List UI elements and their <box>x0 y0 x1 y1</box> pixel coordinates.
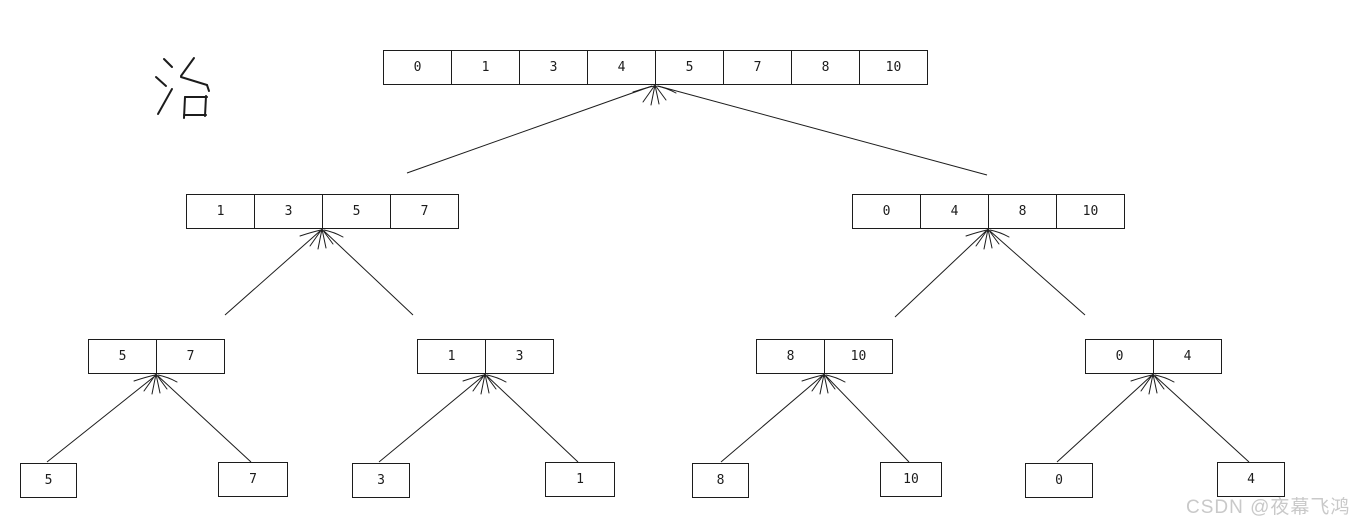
array-cell: 5 <box>322 195 390 228</box>
array-node-pair-1: 5 7 <box>88 339 225 374</box>
array-node-root: 0 1 3 4 5 7 8 10 <box>383 50 928 85</box>
array-cell: 0 <box>882 204 891 219</box>
arrowhead-icon <box>1130 373 1175 395</box>
conquer-label-icon <box>155 57 210 119</box>
array-cell: 8 <box>786 349 795 364</box>
array-node-single-8: 4 <box>1217 462 1285 497</box>
array-cell: 5 <box>118 349 127 364</box>
array-cell: 3 <box>254 195 322 228</box>
array-node-pair-4: 0 4 <box>1085 339 1222 374</box>
watermark: CSDN @夜幕飞鸿 <box>1186 497 1351 518</box>
array-cell: 7 <box>723 51 791 84</box>
array-cell: 5 <box>655 51 723 84</box>
array-cell: 10 <box>903 472 919 487</box>
array-node-single-3: 3 <box>352 463 410 498</box>
array-cell: 3 <box>377 473 385 488</box>
arrowhead-fans <box>133 84 1175 395</box>
arrowhead-icon <box>632 84 677 106</box>
arrowhead-icon <box>133 373 178 395</box>
array-cell: 4 <box>1247 472 1255 487</box>
merge-lines <box>46 85 1250 463</box>
arrowhead-icon <box>462 373 507 395</box>
arrowhead-icon <box>299 228 344 250</box>
array-node-single-6: 10 <box>880 462 942 497</box>
array-node-pair-3: 8 10 <box>756 339 893 374</box>
array-cell: 7 <box>390 195 458 228</box>
array-cell: 1 <box>451 51 519 84</box>
arrowhead-icon <box>801 373 846 395</box>
array-cell: 3 <box>485 340 553 373</box>
array-cell: 8 <box>791 51 859 84</box>
array-cell: 1 <box>576 472 584 487</box>
array-node-single-7: 0 <box>1025 463 1093 498</box>
array-cell: 8 <box>716 473 725 488</box>
array-node-right-half: 0 4 8 10 <box>852 194 1125 229</box>
array-cell: 4 <box>587 51 655 84</box>
array-cell: 0 <box>413 60 422 75</box>
array-cell: 10 <box>824 340 892 373</box>
array-cell: 1 <box>216 204 225 219</box>
array-node-single-5: 8 <box>692 463 749 498</box>
array-node-left-half: 1 3 5 7 <box>186 194 459 229</box>
array-node-single-1: 5 <box>20 463 77 498</box>
array-node-single-2: 7 <box>218 462 288 497</box>
array-cell: 3 <box>519 51 587 84</box>
array-cell: 0 <box>1115 349 1124 364</box>
array-cell: 7 <box>249 472 257 487</box>
array-cell: 4 <box>920 195 988 228</box>
array-cell: 10 <box>1056 195 1124 228</box>
array-cell: 10 <box>859 51 927 84</box>
array-node-single-4: 1 <box>545 462 615 497</box>
array-cell: 0 <box>1055 473 1063 488</box>
array-node-pair-2: 1 3 <box>417 339 554 374</box>
array-cell: 5 <box>44 473 53 488</box>
array-cell: 8 <box>988 195 1056 228</box>
array-cell: 7 <box>156 340 224 373</box>
arrowhead-icon <box>965 228 1010 250</box>
array-cell: 4 <box>1153 340 1221 373</box>
array-cell: 1 <box>447 349 456 364</box>
